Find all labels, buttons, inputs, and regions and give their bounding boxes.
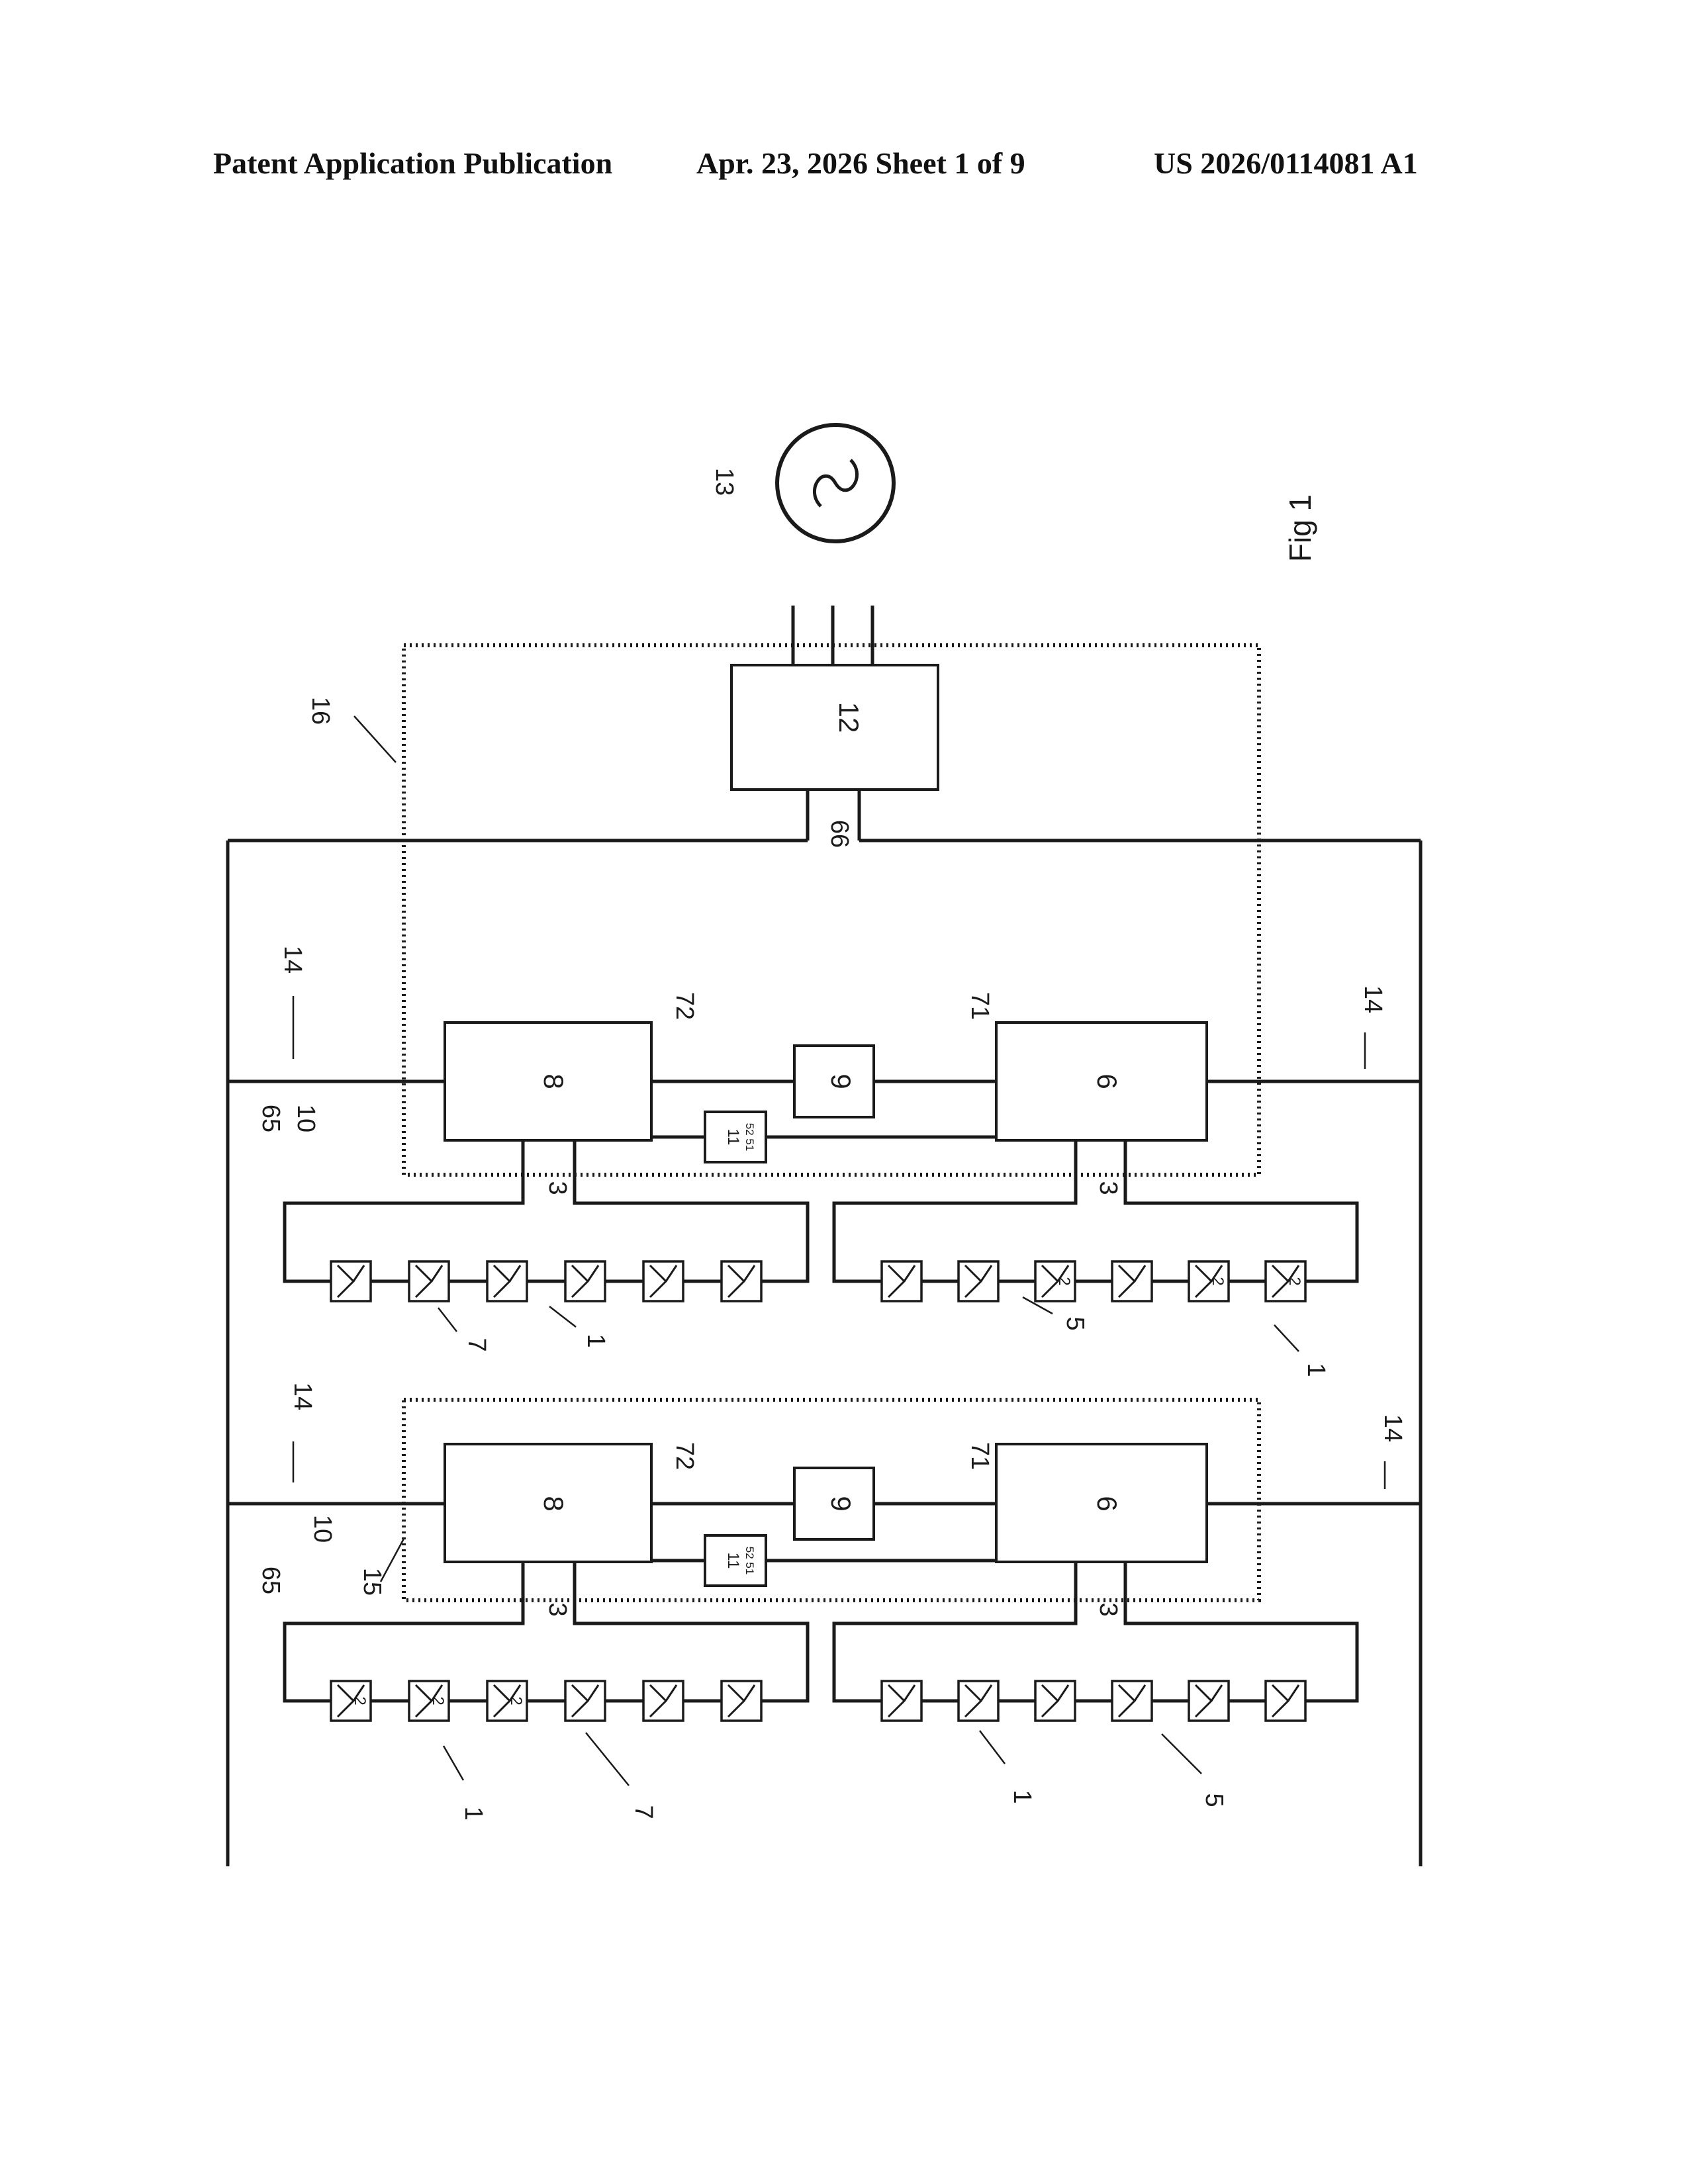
module-ref-b-label: 5 — [1200, 1793, 1228, 1807]
controller-label: 11 — [724, 1553, 742, 1569]
storage-label: 9 — [825, 1073, 857, 1089]
pv-module — [565, 1261, 605, 1301]
pv-module — [722, 1261, 761, 1301]
pv-module: 2 — [1035, 1261, 1075, 1301]
upper-assembly: 8 6 9 11 52 51 72 71 14 14 65 10 — [228, 946, 1421, 1162]
module-ref-a-label: 7 — [630, 1805, 657, 1819]
pv-module — [565, 1681, 605, 1721]
string-lead-label: 3 — [1094, 1181, 1122, 1195]
module-mark: 2 — [1055, 1277, 1073, 1285]
controller-label: 11 — [724, 1129, 742, 1146]
module-mark: 2 — [429, 1696, 447, 1705]
port-b-label: 71 — [966, 992, 994, 1020]
dc-line-label: 14 — [1359, 985, 1387, 1013]
pv-module — [487, 1261, 527, 1301]
module-label: 1 — [459, 1806, 487, 1820]
pv-module — [1112, 1681, 1152, 1721]
module-label: 1 — [582, 1334, 610, 1347]
node-label: 65 — [257, 1567, 285, 1594]
grid-label: 13 — [710, 468, 738, 496]
figure-title: Fig 1 — [1283, 494, 1317, 562]
controller-ports-label: 52 51 — [743, 1123, 756, 1152]
pv-module — [722, 1681, 761, 1721]
inverter-block: 12 — [731, 606, 938, 790]
leader-16 — [354, 716, 396, 762]
pv-module: 2 — [331, 1681, 371, 1721]
module-ref-b-label: 5 — [1061, 1316, 1089, 1330]
converter-b-label: 6 — [1092, 1073, 1123, 1089]
pv-module — [959, 1681, 998, 1721]
converter-a-label: 8 — [538, 1073, 569, 1089]
module-mark: 2 — [1209, 1277, 1227, 1285]
converter-a-label: 8 — [538, 1496, 569, 1511]
pv-module — [331, 1261, 371, 1301]
lower-assembly: 8 6 9 11 52 51 72 71 14 14 65 10 15 — [228, 1383, 1421, 1596]
pv-module — [959, 1261, 998, 1301]
string-lead-label: 3 — [543, 1181, 571, 1195]
pv-module — [1266, 1681, 1305, 1721]
dc-bus-label: 66 — [825, 820, 853, 848]
string-lead-label: 3 — [1094, 1602, 1122, 1616]
dc-line-label: 14 — [289, 1383, 316, 1410]
converter-b-label: 6 — [1092, 1496, 1123, 1511]
dc-bus-lines — [228, 791, 1421, 1866]
pv-module — [1112, 1261, 1152, 1301]
pv-module: 2 — [1189, 1261, 1229, 1301]
port-a-label: 72 — [671, 1442, 698, 1470]
module-mark: 2 — [507, 1696, 525, 1705]
outer-enclosure-label: 16 — [306, 697, 334, 725]
pv-module — [643, 1261, 683, 1301]
node-label: 65 — [257, 1105, 285, 1132]
pv-module — [643, 1681, 683, 1721]
pv-module — [882, 1681, 921, 1721]
pv-module — [882, 1261, 921, 1301]
module-mark: 2 — [351, 1696, 369, 1705]
enclosure-label: 15 — [358, 1568, 386, 1596]
pv-module — [409, 1261, 449, 1301]
string-lead-label: 3 — [543, 1602, 571, 1616]
dc-line-label: 14 — [279, 946, 306, 974]
pv-module: 2 — [487, 1681, 527, 1721]
storage-label: 9 — [825, 1496, 857, 1511]
controller-ports-label: 52 51 — [743, 1547, 756, 1575]
link-label: 10 — [308, 1515, 336, 1543]
inverter-label: 12 — [833, 702, 865, 733]
pv-module — [1189, 1681, 1229, 1721]
dc-line-label: 14 — [1379, 1414, 1407, 1442]
string-wiring — [285, 1140, 1357, 1701]
pv-module — [1035, 1681, 1075, 1721]
pv-module: 2 — [1266, 1261, 1305, 1301]
module-label: 1 — [1008, 1790, 1036, 1803]
module-label: 1 — [1302, 1363, 1330, 1377]
grid-source: 13 — [710, 425, 894, 541]
port-a-label: 72 — [671, 992, 698, 1020]
module-ref-a-label: 7 — [463, 1338, 491, 1351]
port-b-label: 71 — [966, 1442, 994, 1470]
pv-module: 2 — [409, 1681, 449, 1721]
module-mark: 2 — [1286, 1277, 1303, 1285]
link-label: 10 — [292, 1105, 320, 1132]
